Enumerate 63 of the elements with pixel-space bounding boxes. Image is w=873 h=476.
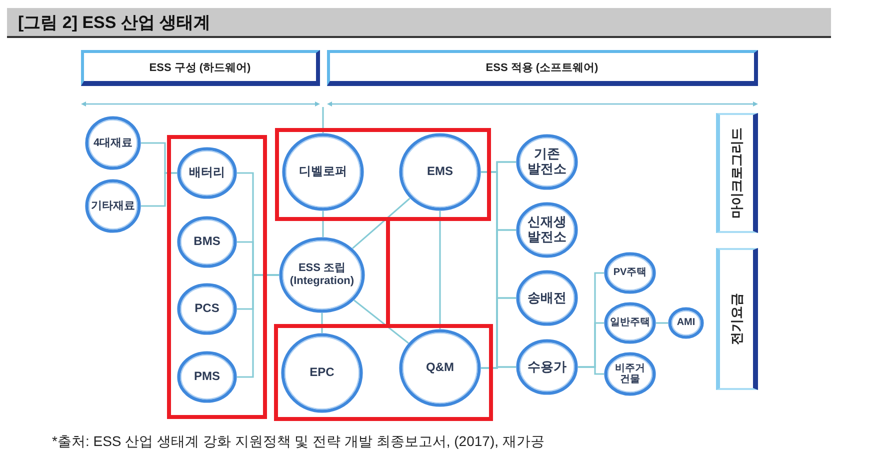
node-label: 일반주택 (610, 317, 650, 329)
circle-node (604, 252, 656, 294)
circle-node (516, 202, 578, 258)
connector-line (578, 366, 604, 375)
highlight-frame (274, 324, 493, 421)
connector-line (141, 172, 177, 207)
circle-node (177, 351, 237, 403)
circle-node (516, 339, 578, 395)
circle-node (177, 283, 237, 335)
circle-node (281, 333, 363, 413)
circle-node (177, 147, 237, 199)
circle-node (279, 237, 365, 313)
connector-line (321, 313, 323, 333)
connector-line (656, 322, 668, 324)
node-label: EMS (426, 165, 453, 179)
node-label: 송배전 (528, 290, 566, 306)
node-label: 디벨로퍼 (299, 165, 347, 179)
node-label: 신재생 발전소 (526, 215, 568, 245)
connector-line (237, 274, 279, 378)
node-label: 비주거 건물 (614, 362, 646, 386)
connector-line (322, 107, 324, 133)
circle-node (604, 302, 656, 344)
node-label: PMS (194, 370, 220, 384)
highlight-frame (275, 128, 491, 221)
node-label: BMS (194, 235, 220, 249)
node-label: 배터리 (189, 166, 225, 180)
circle-node (399, 329, 481, 407)
node-label: PV주택 (613, 267, 647, 279)
node-label: 4대재료 (93, 136, 133, 150)
node-label: 수용가 (528, 360, 566, 374)
circle-node (85, 116, 141, 170)
connector-line (352, 198, 410, 249)
node-label: Q&M (426, 361, 454, 375)
connector-line (439, 211, 441, 329)
circle-node (516, 134, 578, 190)
source-caption: *출처: ESS 산업 생태계 강화 지원정책 및 전략 개발 최종보고서, (2017), 재가공 (52, 433, 544, 451)
connector-line (481, 366, 516, 369)
header-label: ESS 적용 (소프트웨어) (486, 60, 598, 74)
connector-line (322, 211, 324, 237)
circle-node (177, 216, 237, 268)
circle-node (516, 270, 578, 326)
section-header-box (327, 50, 758, 86)
node-label: PCS (194, 302, 220, 316)
node-label: 기타재료 (91, 200, 135, 212)
node-label: EPC (310, 366, 334, 380)
circle-node (282, 133, 364, 211)
figure-title: [그림 2] ESS 산업 생태계 (18, 12, 211, 34)
highlight-frame (167, 135, 267, 419)
node-label: ESS 조립 (Integration) (288, 262, 356, 288)
connector-line (354, 300, 409, 344)
section-header-box (81, 50, 320, 86)
side-panel (716, 113, 758, 233)
node-label: 기존 발전소 (526, 147, 568, 177)
circle-node (668, 307, 704, 339)
highlight-connector (386, 221, 390, 324)
header-label: ESS 구성 (하드웨어) (149, 60, 251, 74)
side-label: 전기요금 (728, 293, 744, 345)
side-label: 마이크로그리드 (728, 128, 744, 218)
node-label: AMI (676, 317, 696, 329)
circle-node (399, 133, 481, 211)
circle-node (85, 179, 141, 233)
circle-node (604, 352, 656, 396)
side-panel (716, 248, 758, 390)
